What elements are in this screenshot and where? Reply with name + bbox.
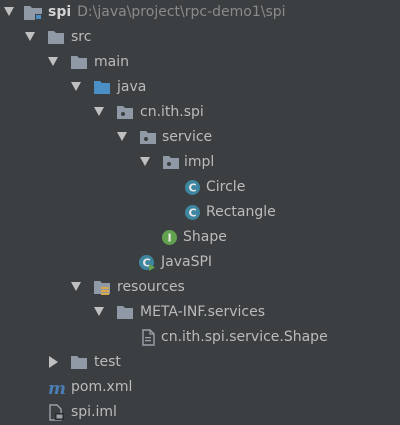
svg-text:m: m <box>48 379 66 396</box>
expanded-arrow-icon[interactable] <box>117 132 127 141</box>
expanded-arrow-icon[interactable] <box>48 57 58 66</box>
node-label: spi <box>48 4 72 20</box>
collapsed-arrow-icon[interactable] <box>49 356 58 368</box>
tree-node-src[interactable]: src <box>0 25 400 50</box>
folder-icon <box>116 304 134 321</box>
class-icon: C <box>184 179 202 196</box>
folder-icon <box>70 54 88 71</box>
folder-icon <box>47 29 65 46</box>
text-file-icon <box>140 329 158 346</box>
node-label: resources <box>117 279 185 295</box>
expanded-arrow-icon[interactable] <box>4 7 14 16</box>
runnable-class-icon: C <box>138 254 156 271</box>
tree-node-impl[interactable]: impl <box>0 150 400 175</box>
tree-node-circle[interactable]: C Circle <box>0 175 400 200</box>
node-label: spi.iml <box>71 404 117 420</box>
tree-node-resources[interactable]: resources <box>0 275 400 300</box>
node-label: main <box>94 54 129 70</box>
node-label: META-INF.services <box>140 304 266 320</box>
folder-icon <box>70 354 88 371</box>
svg-text:I: I <box>167 232 171 245</box>
node-label: src <box>71 29 92 45</box>
tree-node-java[interactable]: java <box>0 75 400 100</box>
node-label: impl <box>184 154 215 170</box>
tree-node-spi[interactable]: spi D:\java\project\rpc-demo1\spi <box>0 0 400 25</box>
expanded-arrow-icon[interactable] <box>140 157 150 166</box>
tree-node-shape[interactable]: I Shape <box>0 225 400 250</box>
node-label: JavaSPI <box>161 254 213 270</box>
tree-node-service-file[interactable]: cn.ith.spi.service.Shape <box>0 325 400 350</box>
package-icon <box>162 154 180 171</box>
node-label: java <box>117 79 147 95</box>
source-root-folder-icon <box>93 79 111 96</box>
svg-text:C: C <box>188 207 196 220</box>
maven-icon: m <box>47 379 67 399</box>
svg-text:C: C <box>188 182 196 195</box>
svg-text:C: C <box>142 257 150 270</box>
module-folder-icon <box>23 4 42 21</box>
node-label: test <box>94 354 121 370</box>
package-icon <box>116 104 134 121</box>
package-icon <box>139 129 157 146</box>
tree-node-pom-xml[interactable]: m pom.xml <box>0 375 400 400</box>
node-label: pom.xml <box>71 379 133 395</box>
expanded-arrow-icon[interactable] <box>71 282 81 291</box>
tree-node-rectangle[interactable]: C Rectangle <box>0 200 400 225</box>
node-label: service <box>162 129 213 145</box>
expanded-arrow-icon[interactable] <box>25 32 35 41</box>
tree-node-meta-inf-services[interactable]: META-INF.services <box>0 300 400 325</box>
tree-node-test[interactable]: test <box>0 350 400 375</box>
node-label: Rectangle <box>206 204 276 220</box>
interface-icon: I <box>161 229 179 246</box>
resources-folder-icon <box>93 279 111 296</box>
node-label: cn.ith.spi.service.Shape <box>161 329 328 345</box>
iml-file-icon <box>47 404 65 421</box>
node-label: Circle <box>206 179 246 195</box>
tree-node-javaspi[interactable]: C JavaSPI <box>0 250 400 275</box>
class-icon: C <box>184 204 202 221</box>
tree-node-service[interactable]: service <box>0 125 400 150</box>
tree-node-cn-ith-spi[interactable]: cn.ith.spi <box>0 100 400 125</box>
expanded-arrow-icon[interactable] <box>71 82 81 91</box>
node-label: cn.ith.spi <box>140 104 204 120</box>
module-path: D:\java\project\rpc-demo1\spi <box>77 4 286 20</box>
tree-node-spi-iml[interactable]: spi.iml <box>0 400 400 425</box>
node-label: Shape <box>183 229 227 245</box>
expanded-arrow-icon[interactable] <box>94 307 104 316</box>
expanded-arrow-icon[interactable] <box>94 107 104 116</box>
tree-node-main[interactable]: main <box>0 50 400 75</box>
